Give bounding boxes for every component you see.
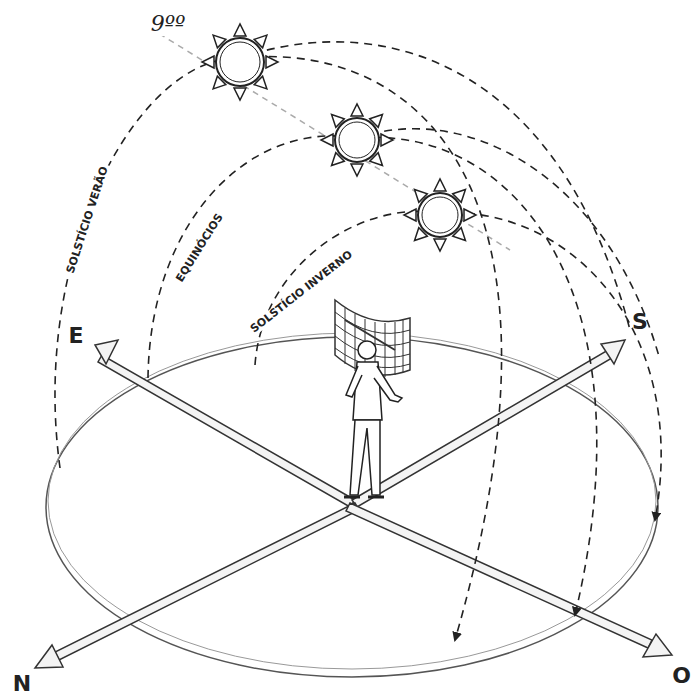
direction-label: S <box>630 310 650 334</box>
direction-label: E <box>66 324 85 348</box>
direction-label: O <box>670 664 693 688</box>
path-label: SOLSTÍCIO VERÃO <box>64 163 111 277</box>
time-label: 9ºº <box>149 12 188 36</box>
path-label: EQUINÓCIOS <box>173 210 227 286</box>
direction-label: N <box>11 672 33 696</box>
